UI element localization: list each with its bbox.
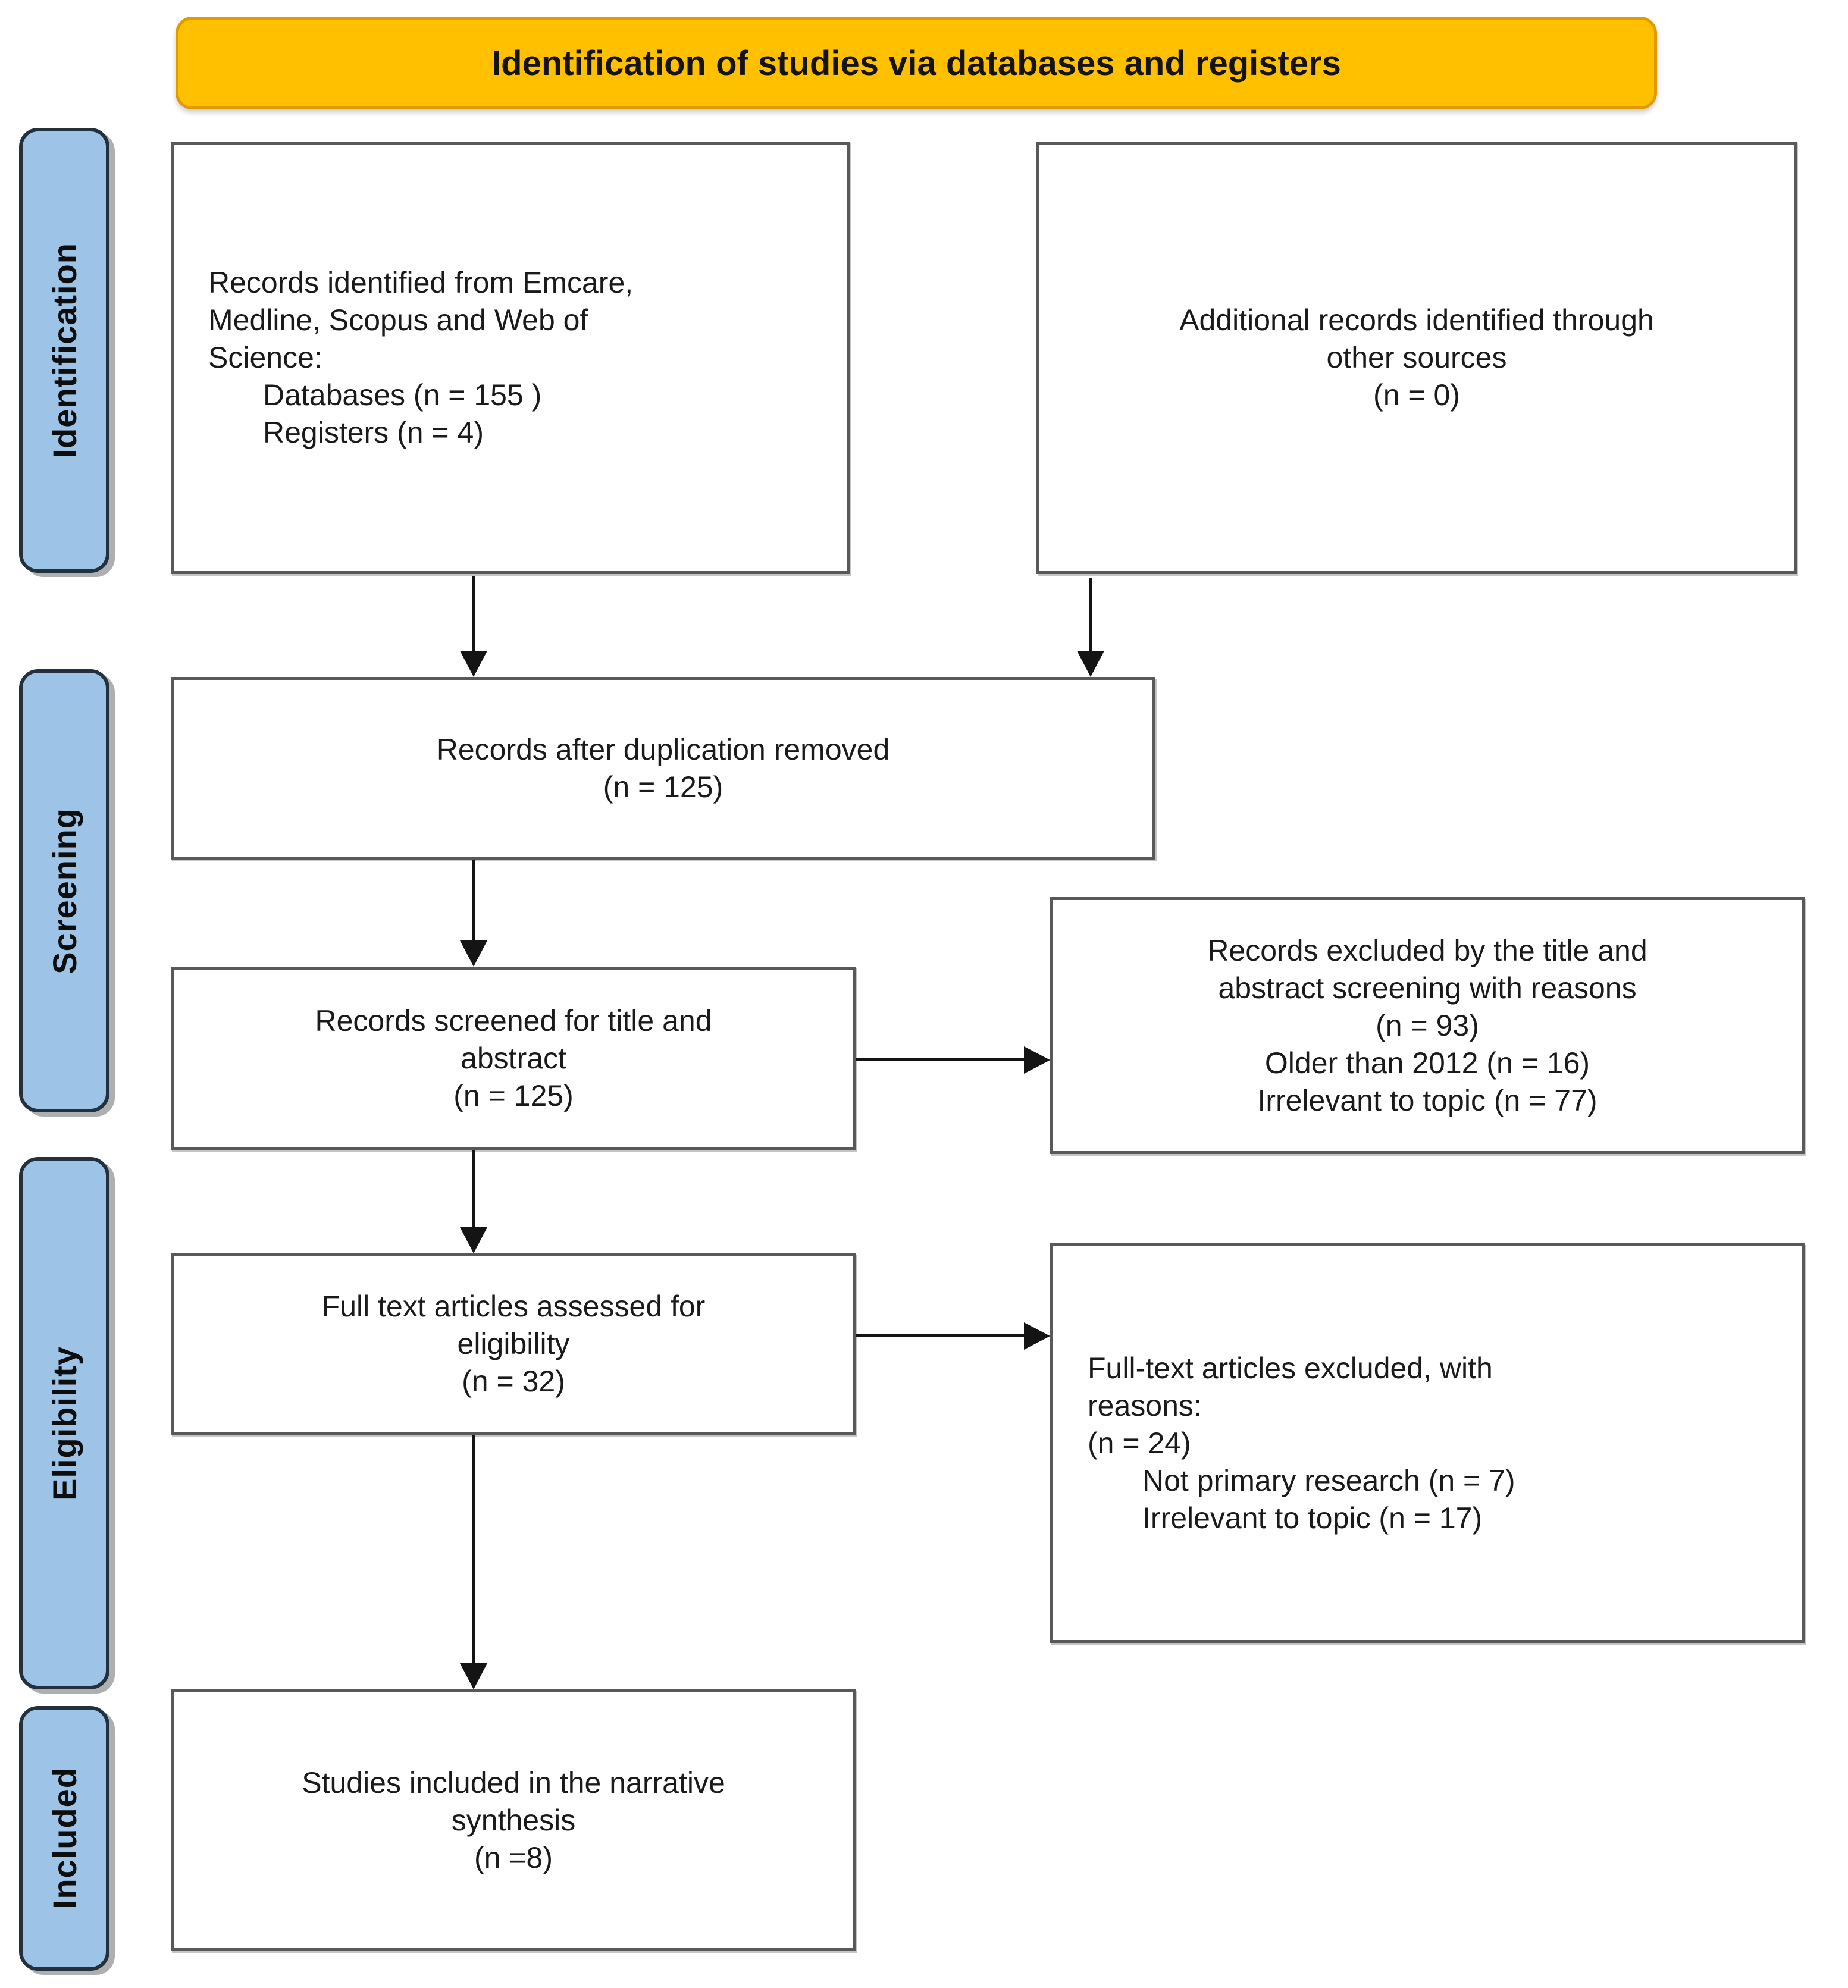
box-excluded-screening: Records excluded by the title and abstra… [1050, 897, 1805, 1154]
text-line: Medline, Scopus and Web of [208, 303, 588, 337]
arrow-fulltext-to-excluded [856, 1334, 1024, 1337]
arrow-fulltext-to-included [472, 1435, 475, 1663]
text-line: Studies included in the narrative [302, 1766, 725, 1799]
box-fulltext-excluded: Full-text articles excluded, with reason… [1050, 1243, 1805, 1643]
text-line: Databases (n = 155 ) [263, 378, 542, 412]
text-line: Irrelevant to topic (n = 77) [1257, 1083, 1598, 1117]
stage-tab-screening: Screening [19, 669, 109, 1112]
text-line: (n = 24) [1088, 1426, 1191, 1460]
text-line: (n = 125) [603, 770, 723, 804]
stage-label-eligibility: Eligibility [45, 1346, 83, 1501]
text-line: Science: [208, 341, 322, 374]
text-line: abstract [461, 1041, 566, 1075]
phase-banner: Identification of studies via databases … [176, 17, 1657, 109]
arrow-identified-to-duplication [472, 576, 475, 651]
text-line: Records identified from Emcare, [208, 266, 634, 299]
text-line: Older than 2012 (n = 16) [1264, 1046, 1590, 1080]
text-line: (n = 0) [1373, 378, 1460, 412]
text-line: Additional records identified through [1179, 303, 1654, 337]
text-line: reasons: [1088, 1388, 1202, 1422]
text-line: eligibility [457, 1327, 570, 1360]
text-line: (n = 125) [453, 1078, 574, 1112]
stage-tab-eligibility: Eligibility [19, 1157, 109, 1689]
box-records-identified: Records identified from Emcare, Medline,… [171, 142, 850, 574]
text-line: Records after duplication removed [436, 732, 890, 766]
text-line: (n = 32) [462, 1365, 565, 1398]
text-line: Full-text articles excluded, with [1088, 1351, 1493, 1385]
stage-label-screening: Screening [45, 807, 83, 974]
stage-tab-included: Included [19, 1706, 109, 1971]
text-line: (n =8) [474, 1840, 553, 1874]
text-line: Not primary research (n = 7) [1142, 1463, 1515, 1497]
stage-label-identification: Identification [45, 242, 83, 459]
text-line: Full text articles assessed for [321, 1290, 706, 1323]
text-line: abstract screening with reasons [1218, 971, 1637, 1005]
text-line: synthesis [451, 1803, 576, 1837]
box-records-screened: Records screened for title and abstract … [171, 967, 856, 1150]
text-line: Irrelevant to topic (n = 17) [1142, 1501, 1483, 1535]
box-fulltext-assessed: Full text articles assessed for eligibil… [171, 1253, 856, 1435]
text-line: other sources [1326, 341, 1507, 374]
stage-tab-identification: Identification [19, 128, 109, 573]
phase-banner-title: Identification of studies via databases … [491, 43, 1341, 83]
arrow-screened-to-fulltext [472, 1150, 475, 1227]
text-line: (n = 93) [1376, 1008, 1479, 1042]
box-additional-sources: Additional records identified through ot… [1036, 142, 1797, 574]
box-after-duplication: Records after duplication removed (n = 1… [171, 677, 1155, 860]
box-included-synthesis: Studies included in the narrative synthe… [171, 1689, 856, 1951]
arrow-duplication-to-screened [472, 860, 475, 940]
arrow-additional-to-duplication [1089, 578, 1092, 651]
stage-label-included: Included [45, 1767, 83, 1909]
arrow-screened-to-excluded [856, 1058, 1024, 1061]
text-line: Records excluded by the title and [1207, 933, 1647, 967]
text-line: Registers (n = 4) [263, 416, 484, 449]
text-line: Records screened for title and [315, 1004, 712, 1037]
